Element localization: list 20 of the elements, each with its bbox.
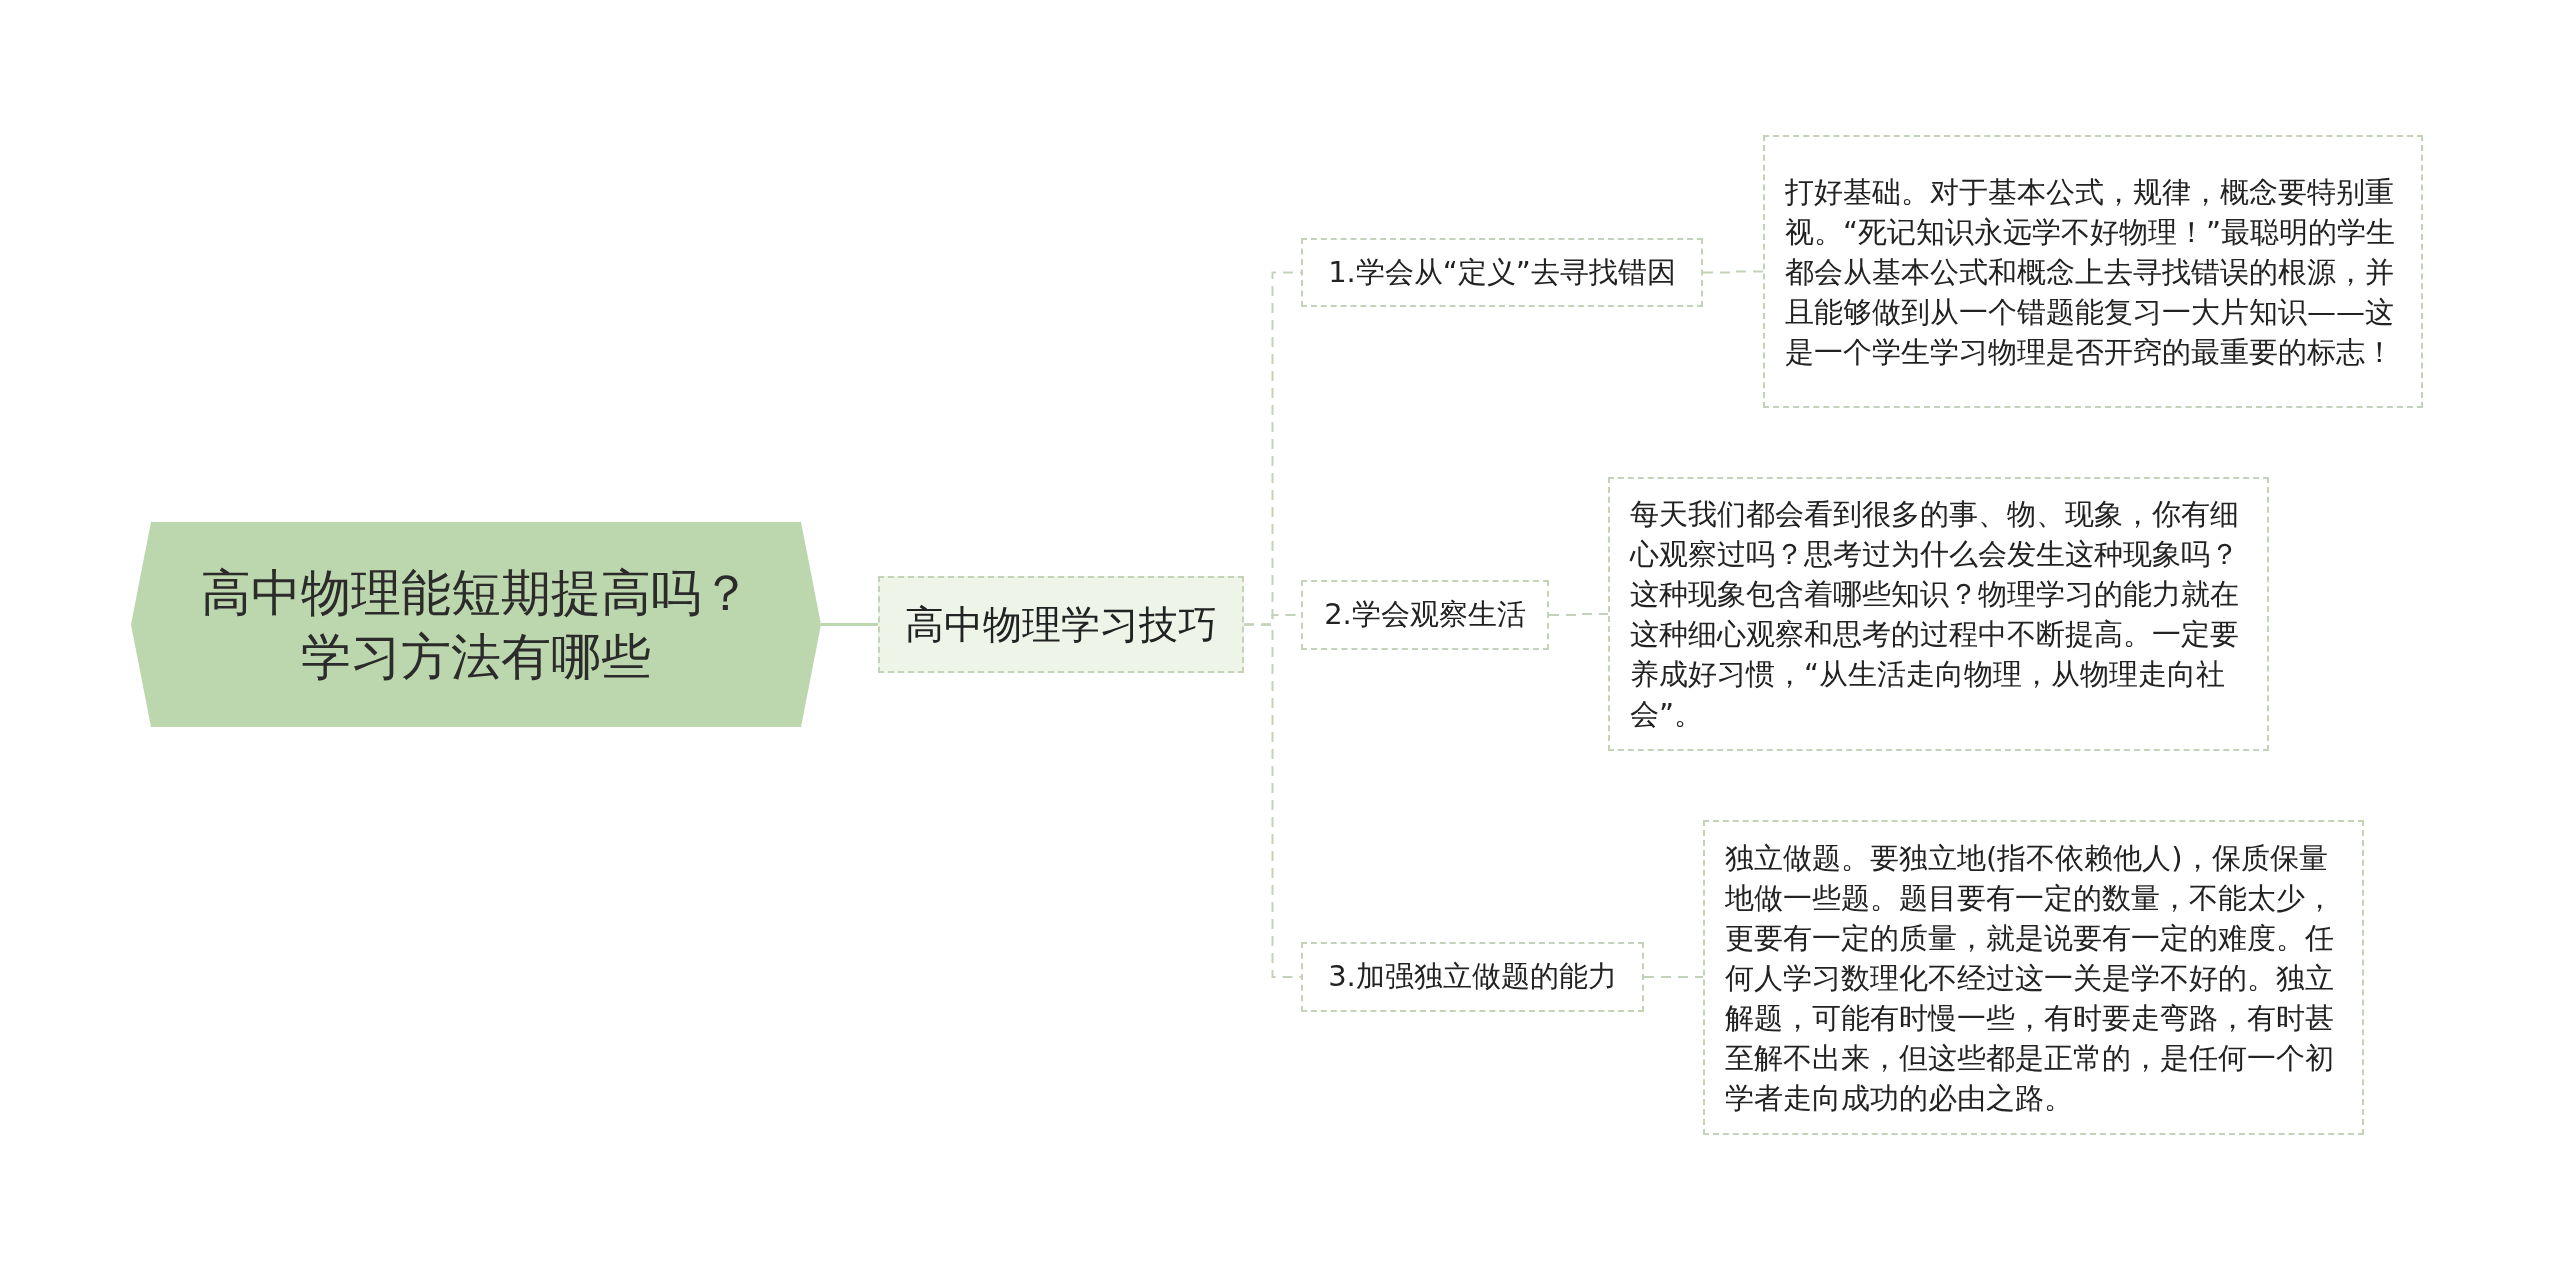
note-text: 每天我们都会看到很多的事、物、现象，你有细心观察过吗？思考过为什么会发生这种现象吗？这种现象包含着哪些知识？物理学习的能力就在这种细心观察和思考的过程中不断提高。一定要养成好习惯，“从生活走向物理，从物理走向社会”。 <box>1630 496 2240 733</box>
branch-box <box>1301 580 1549 650</box>
branch-title: 2.学会观察生活 <box>1324 596 1526 633</box>
connector-line <box>1548 613 1609 616</box>
subtopic-title: 高中物理学习技巧 <box>905 600 1217 649</box>
connector-line <box>1643 976 1704 978</box>
branch-box <box>1301 942 1644 1012</box>
branch-title: 1.学会从“定义”去寻找错因 <box>1328 253 1676 291</box>
branch-box <box>1301 238 1703 307</box>
note-box <box>1703 820 2364 1135</box>
connector-line <box>1243 623 1302 978</box>
note-text: 打好基础。对于基本公式，规律，概念要特别重视。“死记知识永远学不好物理！”最聪明的学生都会从基本公式和概念上去寻找错误的根源，并且能够做到从一个错题能复习一大片知识——这是一个学生学习物理是否开窍的最重要的标志！ <box>1785 173 2397 371</box>
subtopic-box <box>878 576 1244 673</box>
connector-line <box>1702 270 1764 274</box>
topic-title: 高中物理能短期提高吗？学习方法有哪些 <box>200 562 752 688</box>
branch-title: 3.加强独立做题的能力 <box>1328 958 1617 995</box>
connector-line <box>821 623 878 626</box>
note-box <box>1763 135 2423 408</box>
note-text: 独立做题。要独立地(指不依赖他人)，保质保量地做一些题。题目要有一定的数量，不能太少，更要有一定的质量，就是说要有一定的难度。任何人学习数理化不经过这一关是学不好的。独立解题，可能有时慢一些，有时要走弯路，有时甚至解不出来，但这些都是正常的，是任何一个初学者走向成功的必由之路。 <box>1725 839 2335 1117</box>
note-box <box>1608 477 2269 751</box>
